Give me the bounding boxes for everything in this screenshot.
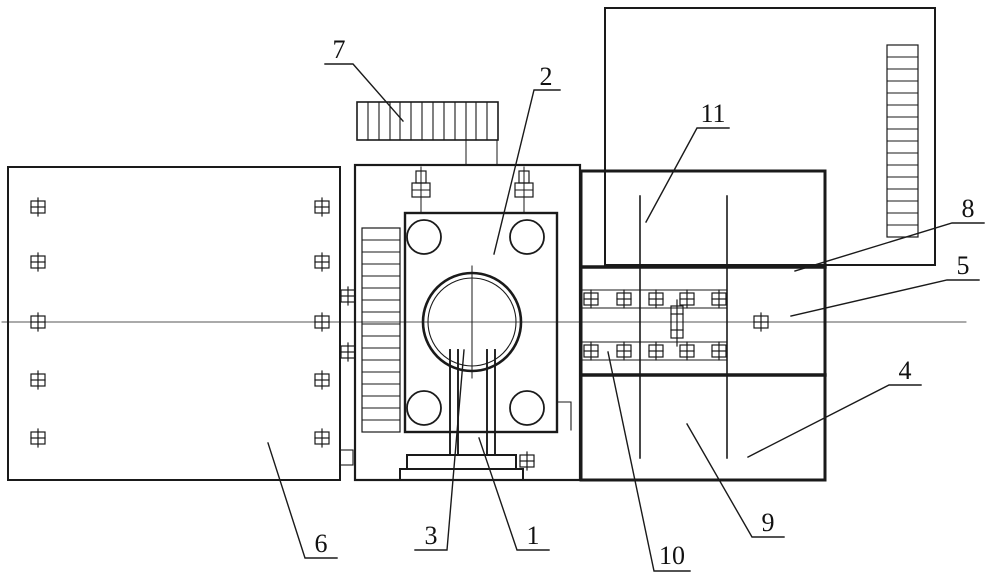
callout-label-9: 9 — [761, 508, 775, 537]
center-vertical-bolt — [670, 299, 684, 347]
callout-label-3: 3 — [424, 521, 438, 550]
callout-label-7: 7 — [332, 35, 346, 64]
leader-line-11 — [645, 127, 730, 223]
top-bolt-left — [411, 166, 431, 214]
leader-line-3 — [414, 349, 465, 551]
leader-line-7 — [324, 63, 404, 122]
callout-label-1: 1 — [526, 521, 540, 550]
gap-fasteners — [339, 286, 356, 466]
leader-lines — [267, 63, 985, 572]
leader-line-6 — [267, 442, 338, 559]
callout-label-4: 4 — [898, 356, 912, 385]
left-mounting-plate — [7, 166, 341, 481]
callout-label-11: 11 — [700, 99, 726, 128]
callout-label-6: 6 — [314, 529, 328, 558]
leader-line-4 — [747, 384, 922, 458]
callout-label-10: 10 — [659, 541, 685, 570]
feed-strip — [356, 101, 499, 166]
leader-line-5 — [790, 279, 980, 317]
base-bracket — [399, 454, 524, 481]
top-right-panel — [604, 7, 936, 266]
leader-line-8 — [794, 222, 985, 272]
callout-label-2: 2 — [539, 62, 553, 91]
callout-label-8: 8 — [961, 194, 975, 223]
leader-line-10 — [607, 351, 691, 572]
callout-label-5: 5 — [956, 251, 970, 280]
main-housing-block — [353, 163, 582, 482]
support-legs — [449, 349, 496, 456]
right-frame-block — [579, 169, 827, 482]
top-bolt-right — [514, 166, 534, 214]
leader-line-9 — [686, 423, 785, 538]
leader-line-2 — [493, 89, 561, 255]
side-step-detail — [556, 401, 572, 431]
guide-rails — [582, 289, 728, 361]
leader-line-1 — [478, 437, 550, 551]
